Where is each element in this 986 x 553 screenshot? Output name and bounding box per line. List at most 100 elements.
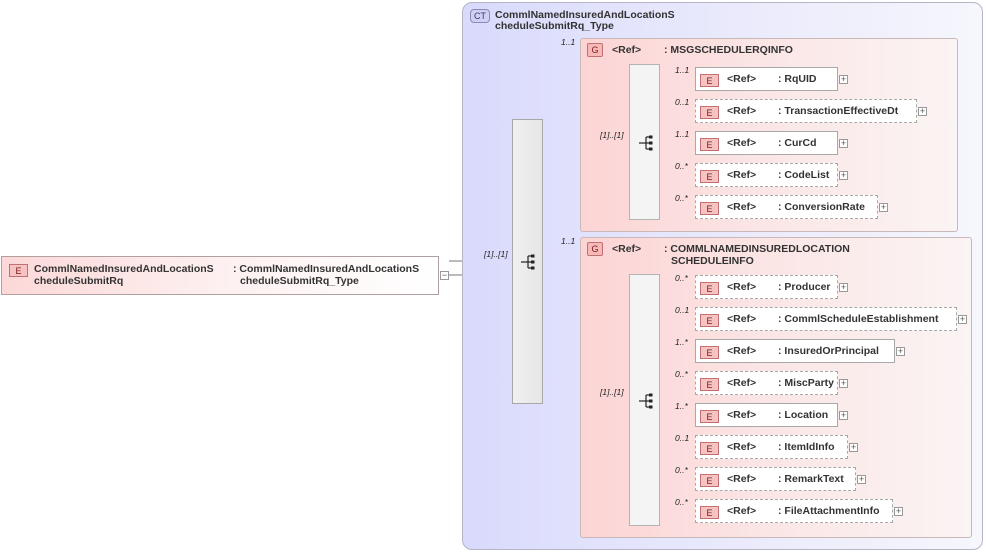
element-badge: E — [700, 474, 719, 487]
group-ref: <Ref> — [612, 243, 642, 255]
element-ref: <Ref> — [727, 377, 757, 389]
element-badge: E — [700, 346, 719, 359]
element-cardinality: 1..* — [675, 401, 688, 411]
element-name: : ItemIdInfo — [778, 441, 835, 453]
element-0-2[interactable]: E <Ref> : CurCd — [695, 131, 838, 155]
element-cardinality: 0..* — [675, 497, 688, 507]
element-name: : CurCd — [778, 137, 817, 149]
element-ref: <Ref> — [727, 105, 757, 117]
element-0-1[interactable]: E <Ref> : TransactionEffectiveDt — [695, 99, 917, 123]
element-0-4[interactable]: E <Ref> : ConversionRate — [695, 195, 878, 219]
expand-icon[interactable]: + — [839, 410, 848, 420]
expand-icon[interactable]: + — [839, 282, 848, 292]
expand-icon[interactable]: + — [879, 202, 888, 212]
expand-icon[interactable]: + — [958, 314, 967, 324]
collapse-icon[interactable]: − — [440, 270, 449, 280]
element-badge: E — [700, 442, 719, 455]
root-element[interactable]: E CommlNamedInsuredAndLocationS cheduleS… — [1, 256, 439, 295]
element-1-5[interactable]: E <Ref> : ItemIdInfo — [695, 435, 848, 459]
expand-icon[interactable]: + — [839, 138, 848, 148]
element-1-6[interactable]: E <Ref> : RemarkText — [695, 467, 856, 491]
element-ref: <Ref> — [727, 201, 757, 213]
group-badge: G — [587, 43, 603, 57]
element-1-4[interactable]: E <Ref> : Location — [695, 403, 838, 427]
group-badge: G — [587, 242, 603, 256]
complex-type-badge: CT — [470, 9, 490, 23]
expand-icon[interactable]: + — [894, 506, 903, 516]
element-ref: <Ref> — [727, 409, 757, 421]
element-name: : Producer — [778, 281, 831, 293]
element-ref: <Ref> — [727, 169, 757, 181]
element-name: : Location — [778, 409, 829, 421]
group-cardinality: 1..1 — [561, 236, 576, 246]
root-element-name: CommlNamedInsuredAndLocationS cheduleSub… — [34, 263, 214, 287]
element-cardinality: 1..1 — [675, 129, 690, 139]
group-sequence-compositor[interactable] — [629, 274, 660, 526]
element-ref: <Ref> — [727, 345, 757, 357]
element-1-7[interactable]: E <Ref> : FileAttachmentInfo — [695, 499, 893, 523]
root-sequence-cardinality: [1]..[1] — [484, 249, 508, 259]
element-name: : RqUID — [778, 73, 817, 85]
element-cardinality: 0..1 — [675, 97, 690, 107]
element-ref: <Ref> — [727, 73, 757, 85]
expand-icon[interactable]: + — [857, 474, 866, 484]
element-cardinality: 0..* — [675, 465, 688, 475]
expand-icon[interactable]: + — [918, 106, 927, 116]
element-name: : ConversionRate — [778, 201, 865, 213]
element-badge: E — [700, 170, 719, 183]
element-badge: E — [700, 138, 719, 151]
element-badge: E — [700, 202, 719, 215]
expand-icon[interactable]: + — [839, 378, 848, 388]
element-cardinality: 0..* — [675, 193, 688, 203]
element-badge: E — [700, 378, 719, 391]
element-name: : RemarkText — [778, 473, 844, 485]
expand-icon[interactable]: + — [896, 346, 905, 356]
element-0-3[interactable]: E <Ref> : CodeList — [695, 163, 838, 187]
expand-icon[interactable]: + — [839, 170, 848, 180]
group-ref: <Ref> — [612, 44, 642, 56]
element-badge: E — [700, 506, 719, 519]
element-cardinality: 0..1 — [675, 433, 690, 443]
element-badge: E — [700, 106, 719, 119]
element-cardinality: 0..1 — [675, 305, 690, 315]
group-sequence-cardinality: [1]..[1] — [600, 387, 624, 397]
group-name: : MSGSCHEDULERQINFO — [664, 44, 793, 56]
element-cardinality: 0..* — [675, 273, 688, 283]
element-ref: <Ref> — [727, 281, 757, 293]
element-badge: E — [9, 264, 28, 277]
element-cardinality: 1..* — [675, 337, 688, 347]
element-ref: <Ref> — [727, 137, 757, 149]
element-ref: <Ref> — [727, 473, 757, 485]
root-element-type: : CommlNamedInsuredAndLocationS cheduleS… — [233, 263, 420, 287]
element-badge: E — [700, 282, 719, 295]
element-ref: <Ref> — [727, 505, 757, 517]
sequence-icon — [639, 135, 653, 151]
sequence-icon — [521, 254, 535, 270]
element-ref: <Ref> — [727, 313, 757, 325]
element-1-2[interactable]: E <Ref> : InsuredOrPrincipal — [695, 339, 895, 363]
element-1-0[interactable]: E <Ref> : Producer — [695, 275, 838, 299]
element-name: : InsuredOrPrincipal — [778, 345, 879, 357]
element-badge: E — [700, 410, 719, 423]
group-name: : COMMLNAMEDINSUREDLOCATION SCHEDULEINFO — [664, 243, 850, 267]
sequence-icon — [639, 393, 653, 409]
group-cardinality: 1..1 — [561, 37, 576, 47]
element-name: : MiscParty — [778, 377, 835, 389]
element-0-0[interactable]: E <Ref> : RqUID — [695, 67, 838, 91]
element-cardinality: 0..* — [675, 161, 688, 171]
element-ref: <Ref> — [727, 441, 757, 453]
element-name: : CodeList — [778, 169, 830, 181]
element-1-3[interactable]: E <Ref> : MiscParty — [695, 371, 838, 395]
group-sequence-cardinality: [1]..[1] — [600, 130, 624, 140]
group-sequence-compositor[interactable] — [629, 64, 660, 220]
complex-type-title: CommlNamedInsuredAndLocationS cheduleSub… — [495, 9, 675, 32]
element-badge: E — [700, 314, 719, 327]
element-name: : TransactionEffectiveDt — [778, 105, 899, 117]
element-name: : CommlScheduleEstablishment — [778, 313, 939, 325]
expand-icon[interactable]: + — [849, 442, 858, 452]
element-name: : FileAttachmentInfo — [778, 505, 880, 517]
element-1-1[interactable]: E <Ref> : CommlScheduleEstablishment — [695, 307, 957, 331]
root-sequence-compositor[interactable] — [512, 119, 543, 404]
expand-icon[interactable]: + — [839, 74, 848, 84]
element-badge: E — [700, 74, 719, 87]
